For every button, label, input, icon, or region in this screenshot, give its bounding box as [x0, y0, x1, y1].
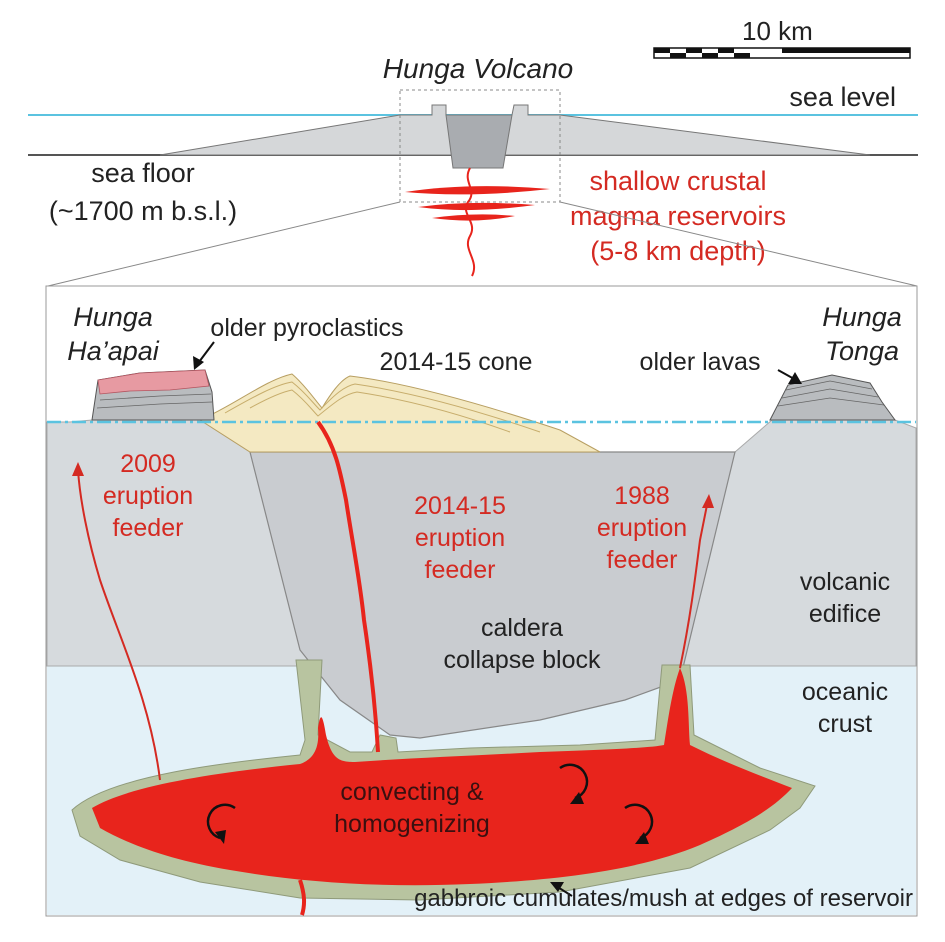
older-pyroclastics-label: older pyroclastics [210, 314, 403, 342]
reservoir-1 [405, 186, 550, 195]
svg-text:edifice: edifice [809, 600, 881, 628]
svg-text:eruption: eruption [103, 482, 193, 510]
overview-section: 10 km Hunga Volcano sea level sea floor … [28, 16, 918, 287]
detail-section: Hunga Ha’apai Hunga Tonga older pyroclas… [45, 285, 918, 917]
caldera-block-label: caldera collapse block [443, 614, 601, 674]
feeder-2009-label: 2009 eruption feeder [103, 450, 193, 542]
convection-arrow-3 [624, 803, 654, 840]
feeder-1988-arrowhead [702, 494, 714, 508]
svg-text:eruption: eruption [415, 524, 505, 552]
convection-arrow-1 [206, 803, 236, 840]
reservoir-label-2: magma reservoirs [570, 201, 786, 231]
zoom-line-left [47, 201, 401, 287]
hunga-haapai-label-2: Ha’apai [67, 336, 160, 366]
hunga-tonga-island [769, 374, 896, 421]
reservoir-label-1: shallow crustal [589, 166, 766, 196]
gabbroic-cumulates-label: gabbroic cumulates/mush at edges of rese… [414, 885, 913, 912]
feeder-1988 [679, 499, 709, 669]
svg-text:2009: 2009 [120, 450, 176, 478]
svg-text:crust: crust [818, 710, 872, 738]
hunga-tonga-label-1: Hunga [822, 302, 902, 332]
oceanic-crust-label: oceanic crust [802, 678, 888, 738]
svg-text:collapse block: collapse block [443, 646, 601, 674]
feeder-2009-arrowhead [72, 462, 84, 476]
volcanic-edifice-label: volcanic edifice [800, 568, 890, 628]
older-lavas-label: older lavas [640, 348, 761, 376]
svg-text:eruption: eruption [597, 514, 687, 542]
svg-text:homogenizing: homogenizing [334, 810, 490, 838]
sea-floor-depth-label: (~1700 m b.s.l.) [49, 196, 237, 226]
caldera-profile [445, 114, 513, 169]
zoom-box [399, 89, 561, 203]
scale-bar [653, 47, 911, 59]
svg-text:volcanic: volcanic [800, 568, 890, 596]
zoom-line-right [559, 201, 918, 287]
reservoir-2 [418, 202, 535, 211]
svg-text:oceanic: oceanic [802, 678, 888, 706]
reservoir-label-3: (5-8 km depth) [590, 236, 766, 266]
page-title: Hunga Volcano [383, 53, 573, 84]
convecting-label: convecting & homogenizing [334, 778, 490, 838]
feeder-deep [298, 879, 307, 916]
scale-bar-label: 10 km [742, 16, 813, 46]
hunga-haapai-label-1: Hunga [73, 302, 153, 332]
reservoir-3 [432, 214, 515, 221]
svg-text:feeder: feeder [607, 546, 678, 574]
convection-arrows [206, 763, 654, 840]
feeder-2009 [77, 469, 161, 781]
svg-text:caldera: caldera [481, 614, 563, 642]
feeder-2014-15-label: 2014-15 eruption feeder [414, 492, 506, 584]
cone-2014-15 [198, 373, 601, 453]
feeder-1988-label: 1988 eruption feeder [597, 482, 687, 574]
svg-text:1988: 1988 [614, 482, 670, 510]
convection-arrow-2 [559, 763, 589, 800]
sea-floor-label: sea floor [91, 158, 195, 188]
cone-2014-15-label: 2014-15 cone [380, 348, 533, 376]
svg-text:convecting &: convecting & [340, 778, 483, 806]
overview-feeder [465, 167, 475, 277]
older-pyroclastics-layer [97, 369, 210, 395]
svg-text:feeder: feeder [113, 514, 184, 542]
hunga-tonga-label-2: Tonga [825, 336, 899, 366]
svg-text:2014-15: 2014-15 [414, 492, 506, 520]
feeder-2014-15 [316, 420, 380, 753]
svg-text:feeder: feeder [425, 556, 496, 584]
volcano-edifice-profile [159, 104, 871, 156]
magma-reservoir [92, 668, 792, 886]
sea-level-label: sea level [789, 82, 896, 112]
